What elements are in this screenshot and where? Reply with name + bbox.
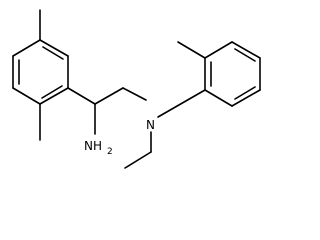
bond xyxy=(231,41,261,59)
bond-ethyl xyxy=(124,151,152,169)
left-benzene-ring xyxy=(12,39,69,105)
chemical-structure: NH 2 N xyxy=(12,9,261,169)
right-benzene-ring xyxy=(204,41,261,107)
double-bond-inner xyxy=(234,48,256,62)
nitrogen-label: N xyxy=(146,118,155,132)
double-bond-inner xyxy=(42,46,64,60)
double-bond-inner xyxy=(234,86,256,100)
bond-ch2-to-n xyxy=(122,87,147,101)
bond xyxy=(204,89,233,107)
bond xyxy=(231,89,261,107)
amine-label: NH xyxy=(84,139,102,153)
methyl-bond-right-ring xyxy=(177,41,206,59)
bond-ch-to-ch2 xyxy=(94,87,124,105)
bond xyxy=(204,41,233,59)
amine-subscript: 2 xyxy=(107,147,113,157)
bond xyxy=(12,39,41,57)
bond xyxy=(39,87,69,105)
bond-ring-to-ch xyxy=(67,87,96,105)
bond xyxy=(39,39,69,57)
bond-n-to-aryl xyxy=(157,89,206,118)
double-bond-inner xyxy=(41,85,63,99)
bond xyxy=(12,87,41,105)
